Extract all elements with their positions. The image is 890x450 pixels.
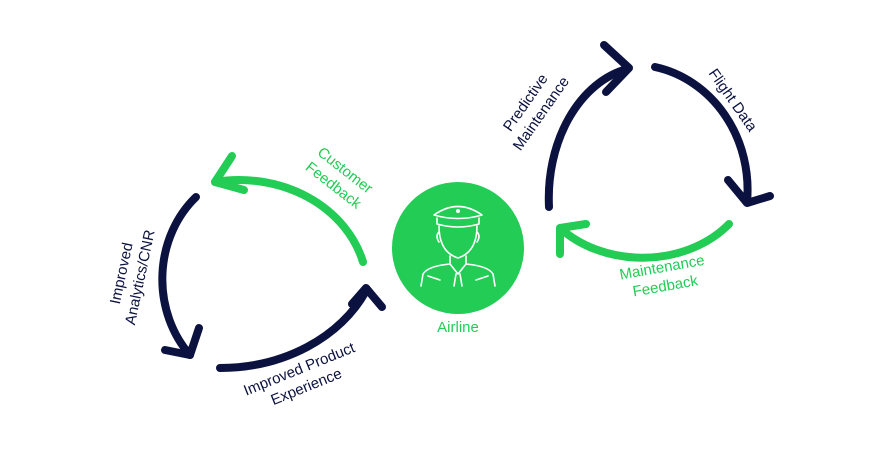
customer-feedback-arc (211, 152, 367, 266)
pilot-icon (392, 182, 524, 314)
airline-label: Airline (437, 319, 479, 336)
improved-analytics-label: Improved Analytics/CNR (107, 228, 159, 326)
predictive-maintenance-arc (544, 41, 633, 211)
improved-analytics-arc (158, 193, 203, 359)
flight-data-arc (651, 63, 774, 207)
improved-product-arc (216, 284, 386, 372)
maintenance-feedback-arc (556, 220, 733, 262)
